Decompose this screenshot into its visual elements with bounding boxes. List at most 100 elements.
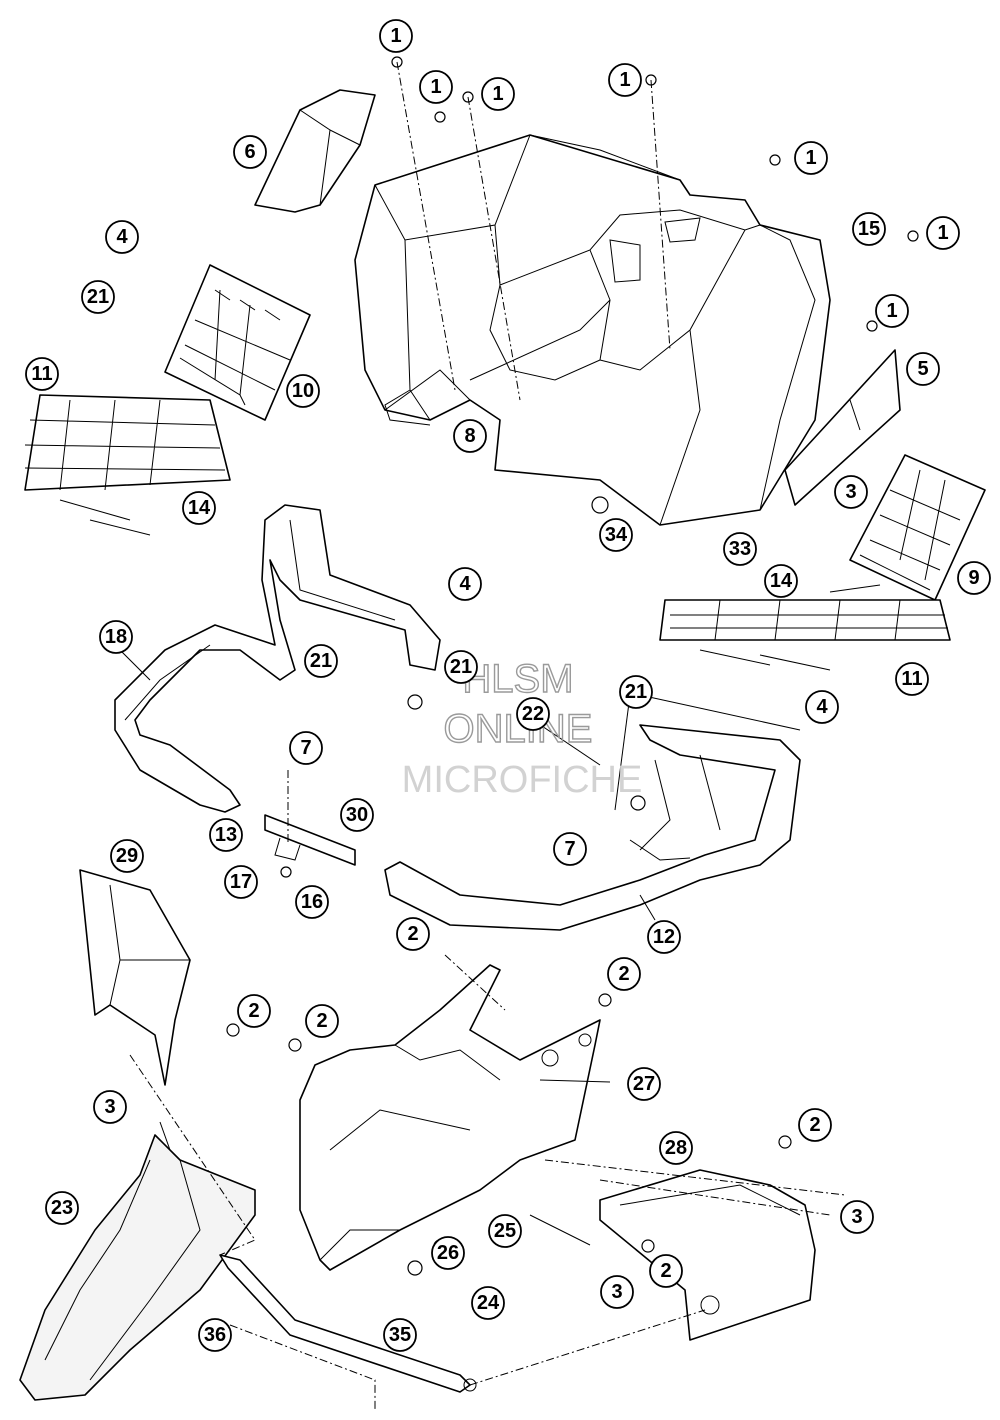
callout-6: 6 — [233, 135, 267, 169]
svg-text:4: 4 — [459, 573, 471, 595]
svg-text:4: 4 — [116, 226, 128, 248]
svg-text:14: 14 — [770, 570, 793, 592]
svg-text:33: 33 — [729, 538, 751, 560]
callout-8: 8 — [453, 419, 487, 453]
callout-17: 17 — [224, 865, 258, 899]
callout-3: 3 — [93, 1090, 127, 1124]
callout-3: 3 — [600, 1275, 634, 1309]
side-plate-right — [784, 349, 901, 506]
callout-13: 13 — [209, 818, 243, 852]
svg-text:11: 11 — [901, 668, 922, 690]
watermark: HLSM ONLINE MICROFICHE — [402, 656, 643, 801]
svg-text:28: 28 — [665, 1137, 687, 1159]
callout-10: 10 — [286, 374, 320, 408]
svg-text:21: 21 — [450, 656, 472, 678]
callout-21: 21 — [304, 644, 338, 678]
callout-2: 2 — [798, 1108, 832, 1142]
callout-21: 21 — [619, 675, 653, 709]
callout-2: 2 — [649, 1254, 683, 1288]
callout-1: 1 — [419, 70, 453, 104]
side-panel-left-upper — [254, 89, 376, 213]
fender-extension-right — [599, 1169, 816, 1341]
svg-text:12: 12 — [653, 926, 675, 948]
svg-text:1: 1 — [886, 300, 897, 322]
svg-text:11: 11 — [31, 363, 52, 385]
callout-18: 18 — [99, 620, 133, 654]
svg-text:10: 10 — [292, 380, 314, 402]
callout-2: 2 — [305, 1004, 339, 1038]
callout-16: 16 — [295, 885, 329, 919]
callout-30: 30 — [340, 798, 374, 832]
svg-text:5: 5 — [917, 358, 928, 380]
svg-text:30: 30 — [346, 804, 368, 826]
callout-4: 4 — [448, 567, 482, 601]
svg-text:8: 8 — [464, 425, 475, 447]
callout-25: 25 — [488, 1214, 522, 1248]
svg-text:16: 16 — [301, 891, 323, 913]
callout-23: 23 — [45, 1191, 79, 1225]
callout-34: 34 — [599, 518, 633, 552]
heel-guard-left — [164, 264, 311, 421]
callout-26: 26 — [431, 1236, 465, 1270]
svg-text:27: 27 — [633, 1073, 655, 1095]
nerf-bar-right — [384, 724, 801, 931]
callout-24: 24 — [471, 1286, 505, 1320]
svg-text:7: 7 — [300, 737, 311, 759]
callout-33: 33 — [723, 532, 757, 566]
svg-text:2: 2 — [316, 1010, 327, 1032]
callout-1: 1 — [608, 63, 642, 97]
svg-text:21: 21 — [625, 681, 647, 703]
svg-text:36: 36 — [204, 1324, 226, 1346]
callout-28: 28 — [659, 1131, 693, 1165]
callout-14: 14 — [764, 564, 798, 598]
callout-15: 15 — [852, 212, 886, 246]
svg-text:4: 4 — [816, 696, 828, 718]
callout-9: 9 — [957, 561, 991, 595]
callout-7: 7 — [553, 832, 587, 866]
callout-7: 7 — [289, 731, 323, 765]
svg-text:14: 14 — [188, 497, 211, 519]
svg-text:24: 24 — [477, 1292, 500, 1314]
watermark-line-1: HLSM — [462, 657, 573, 701]
rear-fender — [354, 134, 831, 526]
leader-lines — [119, 61, 881, 1410]
callout-4: 4 — [805, 690, 839, 724]
front-fender — [299, 964, 601, 1271]
watermark-line-3: MICROFICHE — [402, 759, 643, 801]
front-panel-left — [79, 869, 191, 1086]
callout-29: 29 — [110, 839, 144, 873]
svg-text:2: 2 — [660, 1260, 671, 1282]
nerf-net-right — [659, 599, 951, 671]
callout-1: 1 — [875, 294, 909, 328]
svg-text:3: 3 — [845, 481, 856, 503]
callout-35: 35 — [383, 1318, 417, 1352]
callout-5: 5 — [906, 352, 940, 386]
svg-text:1: 1 — [390, 25, 401, 47]
nerf-bar-left — [114, 504, 441, 813]
svg-text:23: 23 — [51, 1197, 73, 1219]
fender-stay — [219, 1254, 477, 1393]
svg-text:7: 7 — [564, 838, 575, 860]
svg-text:9: 9 — [968, 567, 979, 589]
callout-22: 22 — [516, 697, 550, 731]
svg-text:6: 6 — [244, 141, 255, 163]
svg-text:15: 15 — [858, 218, 880, 240]
svg-text:13: 13 — [215, 824, 237, 846]
svg-text:3: 3 — [851, 1206, 862, 1228]
callout-4: 4 — [105, 220, 139, 254]
svg-text:2: 2 — [407, 923, 418, 945]
callout-3: 3 — [834, 475, 868, 509]
callout-27: 27 — [627, 1067, 661, 1101]
svg-text:26: 26 — [437, 1242, 459, 1264]
callouts: 1 1 1 1 1 1 1 2 2 2 2 2 2 3 3 3 3 4 4 4 … — [25, 19, 991, 1352]
svg-text:1: 1 — [805, 147, 816, 169]
front-mud-guard — [19, 1134, 256, 1401]
callout-2: 2 — [607, 957, 641, 991]
svg-text:25: 25 — [494, 1220, 516, 1242]
callout-11: 11 — [25, 357, 59, 391]
svg-text:22: 22 — [522, 703, 544, 725]
svg-text:1: 1 — [430, 76, 441, 98]
svg-text:3: 3 — [104, 1096, 115, 1118]
svg-text:2: 2 — [618, 963, 629, 985]
